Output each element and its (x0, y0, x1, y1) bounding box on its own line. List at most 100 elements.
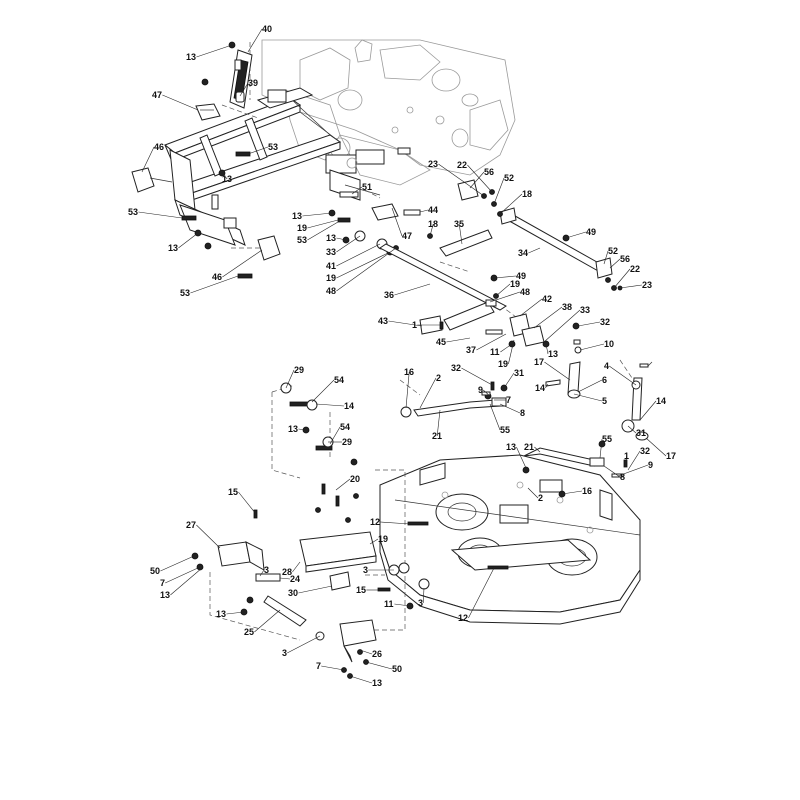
leader-line (489, 403, 501, 431)
leader-line (619, 284, 643, 289)
leader-line (419, 209, 429, 213)
callout-number: 51 (362, 182, 372, 192)
leader-line (579, 343, 605, 351)
callout-number: 27 (186, 520, 196, 530)
callout-number: 8 (520, 408, 525, 418)
leader-line (222, 249, 263, 278)
callout-number: 25 (244, 627, 254, 637)
callout-number: 28 (282, 567, 292, 577)
leader-line (533, 306, 563, 329)
leader-line (292, 561, 301, 573)
leader-line (394, 603, 411, 607)
leader-line (365, 661, 393, 670)
leader-line (394, 283, 431, 296)
callout-number: 7 (506, 395, 511, 405)
callout-number: 2 (436, 373, 441, 383)
main-frame-rails (164, 87, 385, 246)
callout-number: 17 (666, 451, 676, 461)
callout-number: 47 (402, 231, 412, 241)
callout-number: 31 (514, 368, 524, 378)
callout-number: 30 (288, 588, 298, 598)
leader-line (226, 611, 245, 615)
callout-number: 52 (608, 246, 618, 256)
callout-number: 20 (350, 474, 360, 484)
callout-number: 53 (268, 142, 278, 152)
callout-number: 13 (288, 424, 298, 434)
leader-line (467, 164, 493, 193)
leader-line (162, 94, 199, 111)
callout-number: 23 (428, 159, 438, 169)
leader-line (335, 478, 351, 491)
callout-number: 31 (636, 428, 646, 438)
leader-line (196, 524, 221, 549)
leader-line (336, 235, 361, 253)
leader-line (516, 446, 527, 469)
callout-number: 44 (428, 205, 438, 215)
leader-line (508, 339, 515, 365)
leader-line (336, 237, 347, 241)
leader-line (380, 521, 411, 525)
leader-line (351, 186, 363, 195)
leader-line (190, 275, 239, 294)
leader-line (499, 403, 521, 414)
callout-number: 6 (602, 375, 607, 385)
leader-line (287, 635, 321, 654)
callout-number: 3 (363, 565, 368, 575)
callout-number: 9 (648, 460, 653, 470)
leader-line (519, 298, 543, 317)
leader-line (254, 609, 281, 633)
leader-line (483, 389, 491, 397)
callout-number: 41 (326, 261, 336, 271)
callout-number: 49 (516, 271, 526, 281)
leader-line (178, 232, 199, 249)
mower-deck (379, 454, 641, 625)
callout-number: 15 (228, 487, 238, 497)
callout-number: 39 (248, 78, 258, 88)
leader-line (503, 372, 515, 389)
leader-line (307, 219, 339, 229)
callout-number: 52 (504, 173, 514, 183)
leader-line (298, 585, 333, 594)
leader-line (311, 379, 335, 403)
callout-number: 13 (160, 590, 170, 600)
callout-number: 23 (642, 280, 652, 290)
callout-number: 11 (384, 599, 394, 609)
callout-number: 12 (370, 517, 380, 527)
leader-line (388, 320, 423, 327)
leader-line (458, 223, 463, 245)
callout-number: 42 (542, 294, 552, 304)
callout-number: 46 (154, 142, 164, 152)
leader-line (429, 223, 434, 237)
callout-number: 50 (392, 664, 402, 674)
leader-line (495, 283, 511, 297)
callout-number: 48 (326, 286, 336, 296)
leader-line (349, 675, 373, 684)
callout-number: 12 (458, 613, 468, 623)
leader-line (561, 490, 583, 495)
parts-lower (191, 483, 509, 679)
callout-number: 34 (518, 248, 528, 258)
leader-line (359, 649, 373, 655)
callout-number: 48 (520, 287, 530, 297)
callout-number: 18 (428, 219, 438, 229)
callout-number: 43 (378, 316, 388, 326)
leader-line (336, 247, 397, 292)
callout-number: 3 (264, 565, 269, 575)
callout-number: 53 (180, 288, 190, 298)
leader-line (196, 44, 233, 58)
callout-number: 17 (534, 357, 544, 367)
leader-line (239, 82, 249, 97)
leader-line (369, 538, 379, 545)
callout-number: 13 (372, 678, 382, 688)
leader-line (160, 555, 195, 572)
leader-line (544, 361, 571, 381)
callout-number: 40 (262, 24, 272, 34)
leader-line (627, 425, 637, 434)
callout-number: 55 (602, 434, 612, 444)
callout-number: 13 (326, 233, 336, 243)
leader-line (603, 250, 609, 265)
leader-line (577, 379, 603, 393)
leader-line (329, 426, 341, 445)
callout-number: 13 (216, 609, 226, 619)
